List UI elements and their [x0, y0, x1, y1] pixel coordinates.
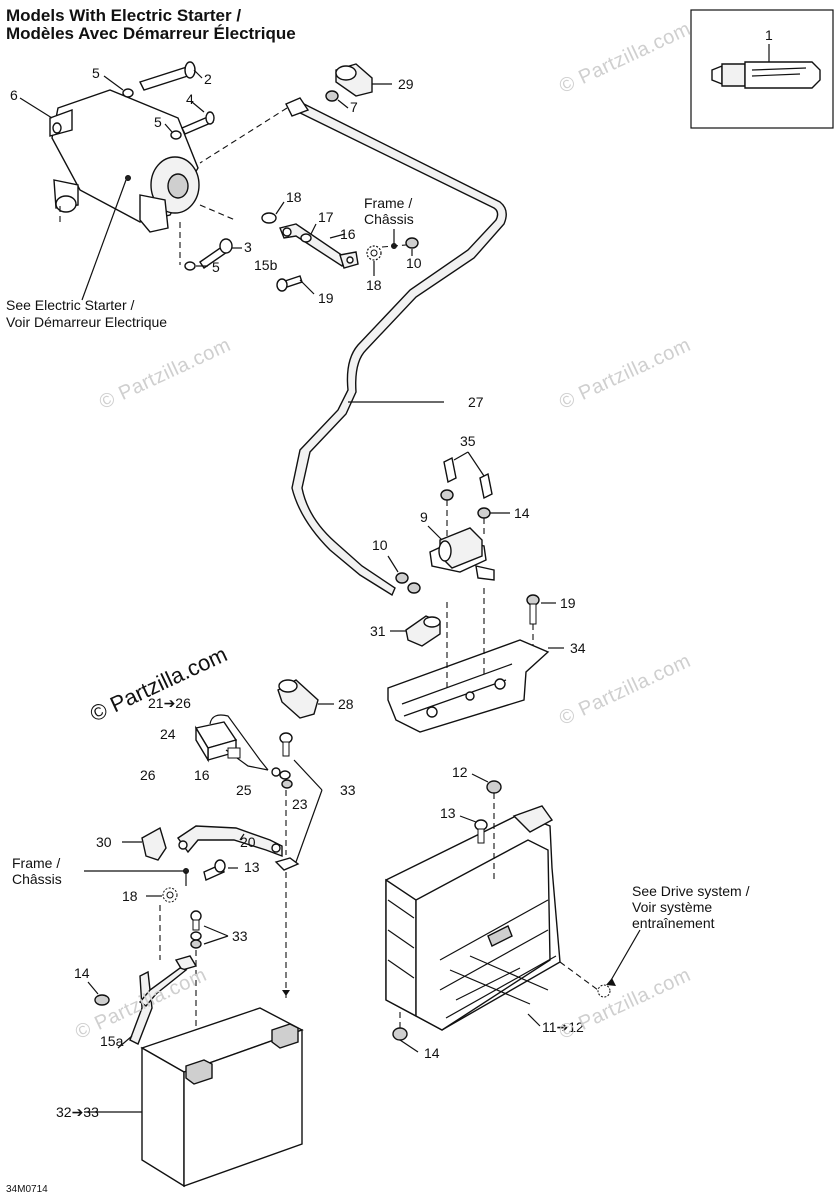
electric-starter-motor: [49, 89, 200, 233]
frame-note-bottom-fr: Châssis: [12, 871, 62, 887]
drive-system-note-2: Voir système: [632, 899, 713, 915]
callout-12: 12: [452, 764, 468, 780]
callout-10-solenoid: 10: [372, 537, 388, 553]
battery-32: [140, 1007, 304, 1188]
see-starter-note-fr: Voir Démarreur Electrique: [6, 314, 168, 330]
nut-12: [486, 780, 502, 794]
bolt-2: [139, 61, 196, 91]
nut-7: [325, 90, 339, 102]
callout-32-33: 32➔33: [56, 1104, 99, 1120]
callout-24: 24: [160, 726, 176, 742]
callout-2: 2: [204, 71, 212, 87]
callout-33-bottom: 33: [232, 928, 248, 944]
drive-system-part: [597, 984, 611, 998]
callout-14-left: 14: [74, 965, 90, 981]
cable-20: [177, 825, 283, 858]
callout-18-bottom: 18: [122, 888, 138, 904]
callout-4: 4: [186, 91, 194, 107]
callout-9: 9: [420, 509, 428, 525]
star-washer-18: [366, 245, 382, 261]
cable-27: [288, 99, 507, 597]
callout-29: 29: [398, 76, 414, 92]
drawing-code: 34M0714: [6, 1184, 48, 1195]
frame-note-bottom-en: Frame /: [12, 855, 61, 871]
terminal-boot-29: [335, 63, 373, 97]
callout-16-relay: 16: [194, 767, 210, 783]
callout-11-12: 11➔12: [542, 1019, 584, 1035]
title-english: Models With Electric Starter /: [6, 6, 242, 25]
callout-13-left: 13: [244, 859, 260, 875]
callout-7: 7: [350, 99, 358, 115]
title-french: Modèles Avec Démarreur Électrique: [6, 24, 296, 43]
callout-30: 30: [96, 834, 112, 850]
callout-5-bottom: 5: [212, 259, 220, 275]
callout-1: 1: [765, 27, 773, 43]
inset-box: [690, 9, 834, 129]
callout-3: 3: [244, 239, 252, 255]
washer-18: [261, 212, 277, 224]
nut-10-top: [405, 237, 419, 249]
callout-5-top: 5: [92, 65, 100, 81]
boot-30: [141, 826, 167, 861]
boot-31: [405, 615, 441, 647]
callout-23: 23: [292, 796, 308, 812]
callout-17: 17: [318, 209, 334, 225]
solenoid-9: [429, 527, 495, 581]
callout-14-bottom: 14: [424, 1045, 440, 1061]
callout-18-top: 18: [286, 189, 302, 205]
cable-16: [279, 223, 359, 269]
bolt-13-right: [474, 819, 488, 844]
nut-14-bottom: [392, 1027, 408, 1041]
callout-14-solenoid: 14: [514, 505, 530, 521]
callout-18-frame: 18: [366, 277, 382, 293]
nut-14-left: [94, 994, 110, 1006]
bolt-19-right: [526, 594, 540, 625]
cap-35a: [443, 456, 457, 484]
bracket-34: [387, 639, 550, 733]
callout-5-mid: 5: [154, 114, 162, 130]
bolt-13-left: [203, 859, 226, 881]
bolt-33-bottom: [190, 910, 202, 931]
callout-6: 6: [10, 87, 18, 103]
callout-27: 27: [468, 394, 484, 410]
callout-35: 35: [460, 433, 476, 449]
callout-10-top: 10: [406, 255, 422, 271]
callout-28: 28: [338, 696, 354, 712]
callout-34: 34: [570, 640, 586, 656]
callout-19-top: 19: [318, 290, 334, 306]
star-washer-18-bottom: [162, 887, 178, 903]
callout-15a: 15a: [100, 1033, 124, 1049]
callout-13-right: 13: [440, 805, 456, 821]
bolt-19-top: [276, 275, 303, 292]
callout-33-top: 33: [340, 782, 356, 798]
frame-note-top-fr: Châssis: [364, 211, 414, 227]
callout-19-right: 19: [560, 595, 576, 611]
see-starter-note-en: See Electric Starter /: [6, 297, 135, 313]
bolt-33-top: [279, 732, 293, 757]
battery-tray-11: [385, 805, 561, 1031]
cable-15a: [129, 955, 198, 1045]
callout-16: 16: [340, 226, 356, 242]
drive-system-note-1: See Drive system /: [632, 883, 750, 899]
callout-31: 31: [370, 623, 386, 639]
callout-25: 25: [236, 782, 252, 798]
callout-15b: 15b: [254, 257, 278, 273]
cap-35b: [479, 472, 493, 500]
nut-14-top: [477, 507, 491, 519]
callout-21-26: 21➔26: [148, 695, 191, 711]
callout-26: 26: [140, 767, 156, 783]
frame-note-top-en: Frame /: [364, 195, 413, 211]
drive-system-note-3: entraînement: [632, 915, 715, 931]
callout-20: 20: [240, 834, 256, 850]
boot-28: [277, 679, 319, 719]
bolt-4: [181, 111, 215, 135]
relay-24: [194, 721, 238, 763]
